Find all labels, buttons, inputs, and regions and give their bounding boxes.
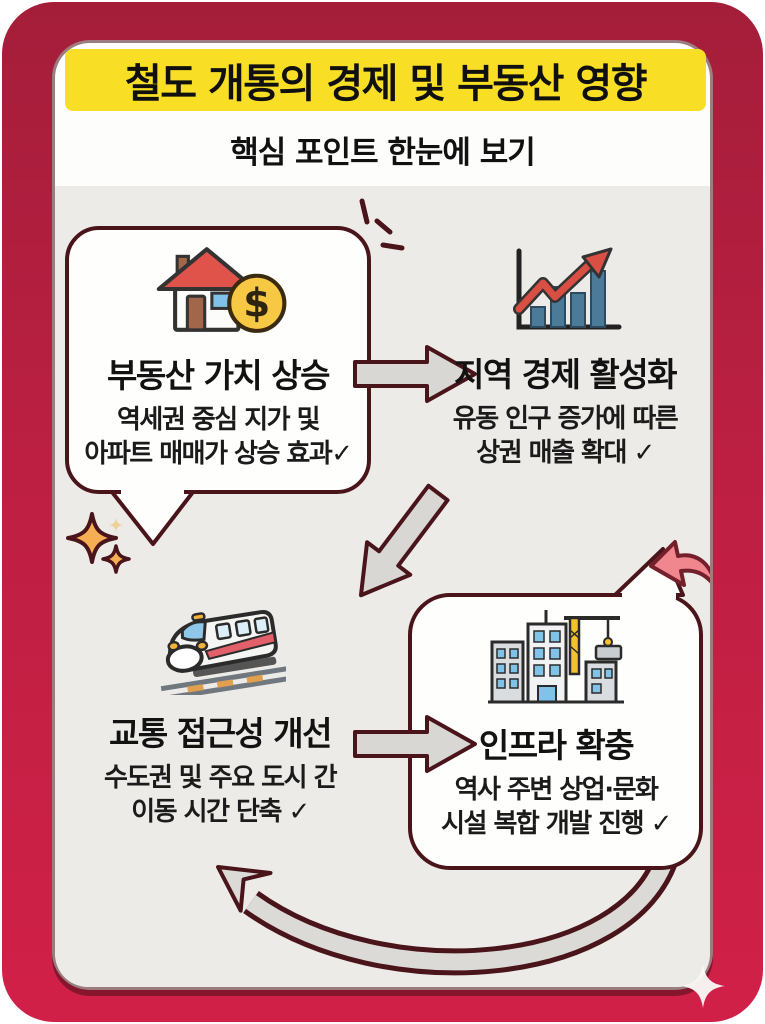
diagram-area: $ 부동산 가치 상승 역세권 중심 지가 및 아파트 매매가 상승 효과✓	[55, 186, 710, 987]
corner-sparkle-icon	[681, 964, 725, 1008]
node-local-economy: 지역 경제 활성화 유동 인구 증가에 따른 상권 매출 확대 ✓	[417, 244, 710, 471]
node-title: 지역 경제 활성화	[454, 355, 678, 394]
desc-line: 수도권 및 주요 도시 간	[104, 763, 338, 793]
cycle-return-arrow	[216, 849, 680, 976]
node-real-estate: $ 부동산 가치 상승 역세권 중심 지가 및 아파트 매매가 상승 효과✓	[71, 240, 365, 472]
node-title: 교통 접근성 개선	[109, 714, 333, 753]
node-title: 인프라 확충	[478, 726, 635, 765]
train-icon	[160, 609, 290, 702]
desc-line: 시설 복합 개발 진행 ✓	[441, 809, 672, 840]
house-coin-icon: $	[156, 247, 287, 333]
desc-line: 유동 인구 증가에 따른	[452, 404, 679, 434]
desc-line: 역세권 중심 지가 및	[116, 405, 321, 435]
node-transport-access: 교통 접근성 개선 수도권 및 주요 도시 간 이동 시간 단축 ✓	[67, 591, 373, 830]
title-banner: 철도 개통의 경제 및 부동산 영향	[65, 49, 706, 111]
growth-chart-icon	[513, 247, 622, 330]
desc-line: 이동 시간 단축 ✓	[131, 797, 310, 828]
node-infrastructure: 인프라 확충 역사 주변 상업·문화 시설 복합 개발 진행 ✓	[411, 604, 701, 842]
desc-line: 역사 주변 상업·문화	[454, 775, 659, 805]
speech-bubble-real-estate	[65, 226, 371, 494]
desc-line: 상권 매출 확대 ✓	[476, 438, 655, 469]
page-subtitle: 핵심 포인트 한눈에 보기	[230, 135, 536, 171]
buildings-crane-icon	[487, 610, 624, 704]
node-desc: 역세권 중심 지가 및 아파트 매매가 상승 효과✓	[71, 403, 365, 472]
node-desc: 유동 인구 증가에 따른 상권 매출 확대 ✓	[417, 402, 710, 471]
page-title: 철도 개통의 경제 및 부동산 영향	[124, 61, 648, 107]
desc-line: 아파트 매매가 상승 효과✓	[84, 439, 353, 470]
node-title: 부동산 가치 상승	[107, 356, 331, 395]
node-desc: 수도권 및 주요 도시 간 이동 시간 단축 ✓	[67, 761, 373, 830]
node-desc: 역사 주변 상업·문화 시설 복합 개발 진행 ✓	[411, 773, 701, 842]
svg-text:$: $	[243, 282, 270, 327]
card-panel: 철도 개통의 경제 및 부동산 영향 핵심 포인트 한눈에 보기	[52, 40, 713, 990]
